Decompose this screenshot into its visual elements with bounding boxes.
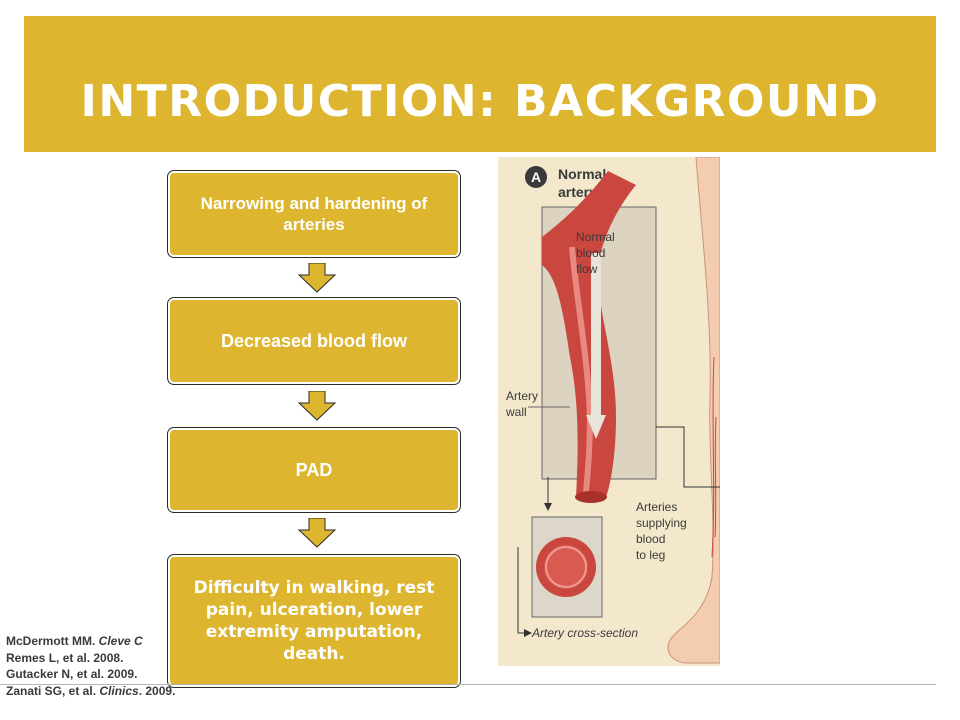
footer-divider: [0, 684, 936, 685]
panel-badge: A: [531, 169, 541, 185]
label-normal-flow-2: blood: [576, 246, 605, 260]
flow-step-3-label: PAD: [295, 459, 333, 480]
flow-step-pad: PAD: [170, 430, 458, 510]
label-normal-flow-1: Normal: [576, 230, 615, 244]
flow-step-2-label: Decreased blood flow: [220, 330, 408, 351]
label-arteries-3: blood: [636, 532, 665, 546]
label-arteries-1: Arteries: [636, 500, 677, 514]
flow-step-narrowing: Narrowing and hardening of arteries: [170, 173, 458, 255]
reference-1: McDermott MM. Cleve C: [6, 634, 143, 648]
down-arrow-icon: [297, 391, 337, 421]
down-arrow-icon: [297, 263, 337, 293]
title-banner: INTRODUCTION: BACKGROUND: [24, 16, 936, 152]
reference-2: Remes L, et al. 2008.: [6, 650, 124, 665]
flow-step-1-label: Narrowing and hardening of arteries: [200, 194, 428, 234]
reference-4: Zanati SG, et al. Clinics. 2009.: [6, 683, 176, 698]
reference-3: Gutacker N, et al. 2009.: [6, 667, 138, 681]
label-normal-flow-3: flow: [576, 262, 598, 276]
panel-heading-line1: Normal: [558, 166, 606, 182]
down-arrow-icon: [297, 518, 337, 548]
normal-artery-illustration: A Normal artery Normal blood flow Artery…: [498, 157, 720, 666]
label-artery-wall-1: Artery: [506, 389, 538, 403]
label-arteries-4: to leg: [636, 548, 665, 562]
references: McDermott MM. Cleve C Remes L, et al. 20…: [6, 633, 175, 699]
slide-title: INTRODUCTION: BACKGROUND: [80, 76, 880, 127]
flow-step-outcomes: Difficulty in walking, rest pain, ulcera…: [170, 557, 458, 685]
label-arteries-2: supplying: [636, 516, 687, 530]
flow-step-decreased-flow: Decreased blood flow: [170, 300, 458, 382]
flow-step-4-label: Difficulty in walking, rest pain, ulcera…: [193, 578, 435, 664]
label-artery-cross-section: Artery cross-section: [531, 626, 638, 640]
label-artery-wall-2: wall: [505, 405, 527, 419]
